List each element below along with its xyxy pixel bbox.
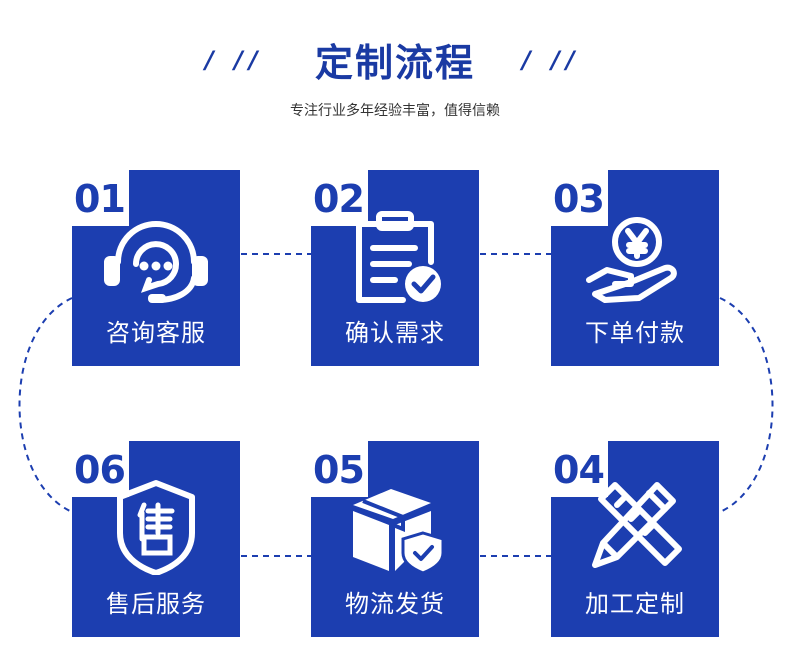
step-card-shipping: 05 物流发货 [311, 441, 479, 637]
step-number: 01 [72, 170, 129, 226]
step-label: 咨询客服 [106, 319, 206, 347]
page-title: 定制流程 [314, 41, 475, 85]
step-number: 02 [311, 170, 368, 226]
step-label: 确认需求 [345, 319, 445, 347]
clipboard-check-icon [356, 211, 441, 303]
step-number: 06 [72, 441, 129, 497]
step-label: 售后服务 [106, 590, 206, 618]
step-number: 05 [311, 441, 368, 497]
after-sales-shield-icon [117, 480, 195, 575]
step-card-payment: 03 下单付款 [551, 170, 719, 366]
step-card-customization: 04 加工定制 [551, 441, 719, 637]
step-number: 04 [551, 441, 608, 497]
package-shield-icon [353, 489, 445, 575]
decorative-slashes-right: / // [522, 46, 581, 74]
pencil-ruler-icon [592, 482, 682, 568]
headset-chat-icon [104, 221, 208, 303]
step-label: 下单付款 [585, 319, 685, 347]
decorative-slashes-left: / // [205, 46, 264, 74]
step-card-after-sales: 06 售后服务 [72, 441, 240, 637]
step-number: 03 [551, 170, 608, 226]
page-subtitle: 专注行业多年经验丰富，值得信赖 [290, 103, 500, 119]
step-label: 物流发货 [345, 590, 445, 618]
step-label: 加工定制 [585, 590, 685, 618]
step-card-confirm: 02 确认需求 [311, 170, 479, 366]
yen-coin-hand-icon [586, 217, 677, 303]
step-card-consult: 01 咨询客服 [72, 170, 240, 366]
